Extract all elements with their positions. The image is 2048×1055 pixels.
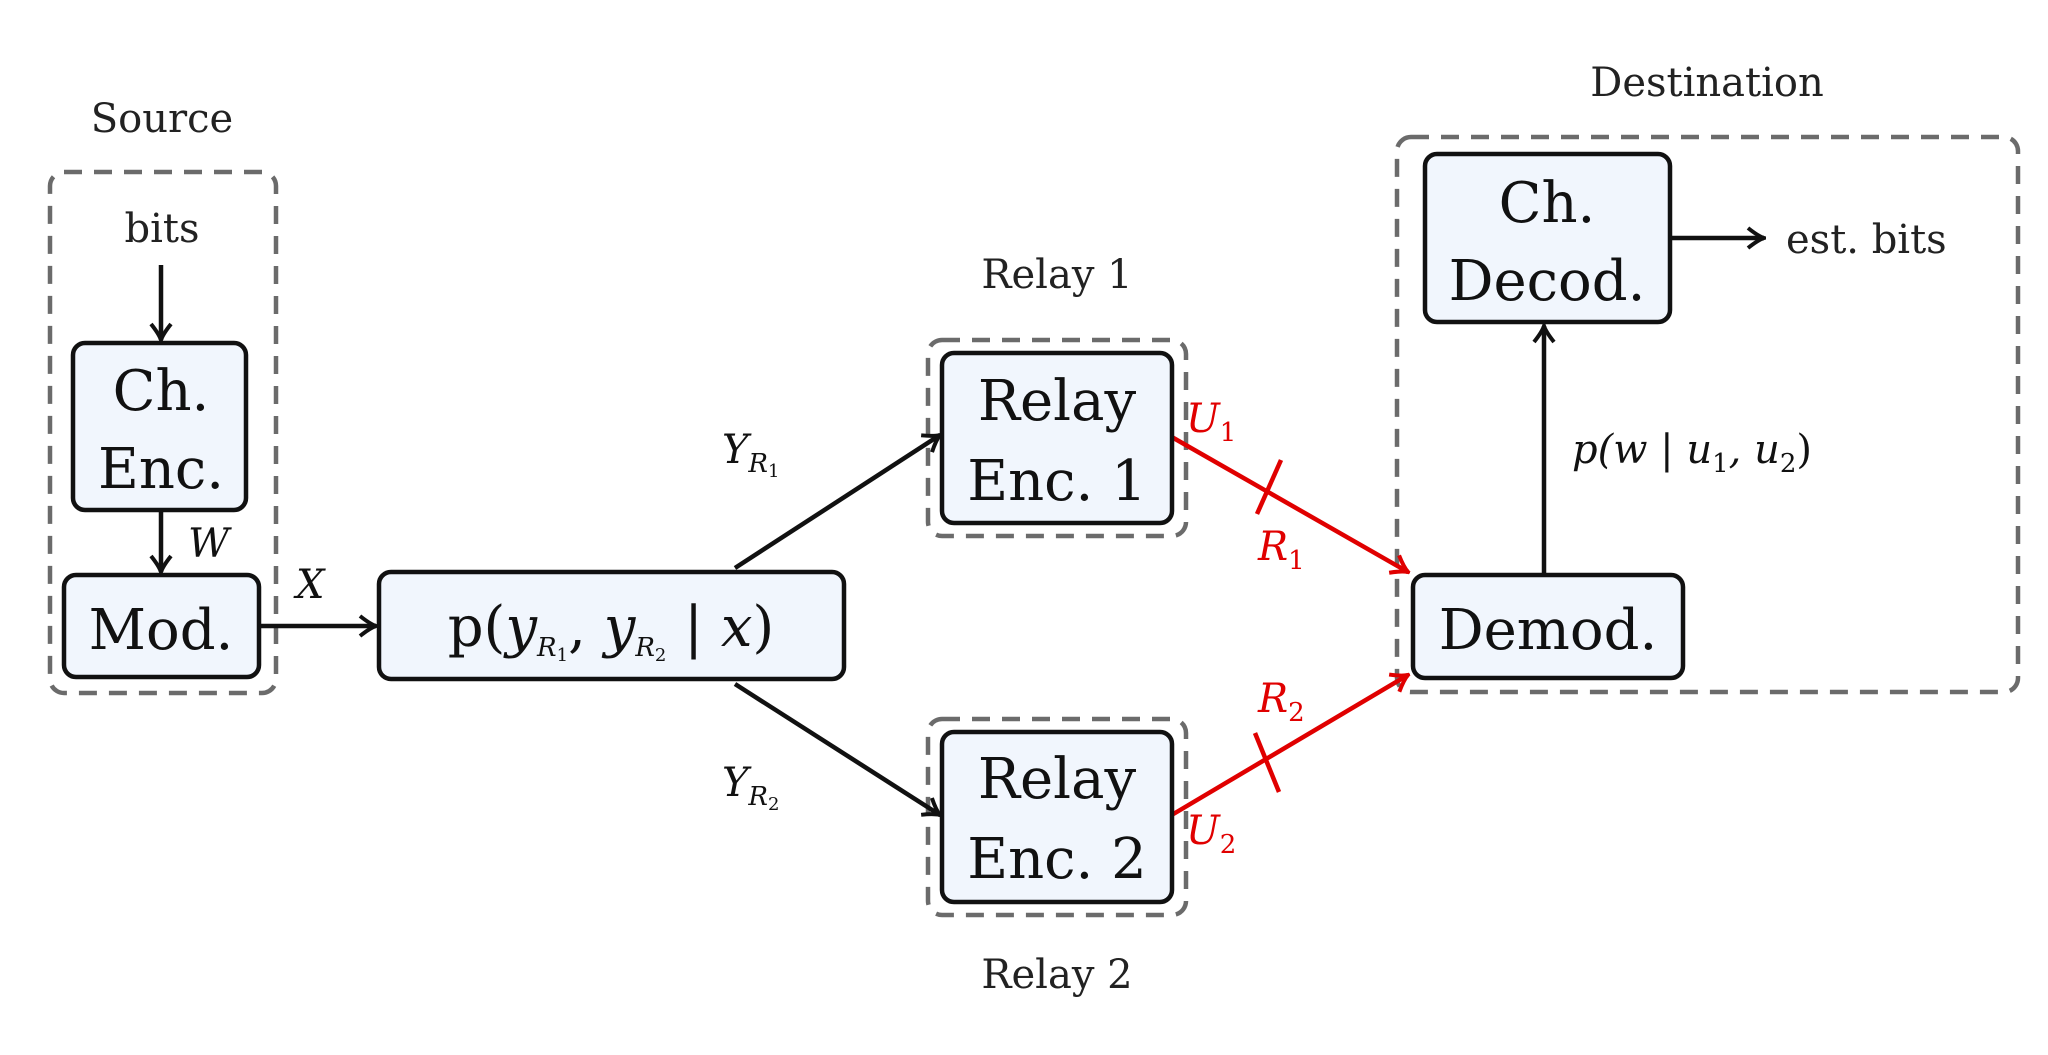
channel-encoder-line2: Enc. — [98, 437, 224, 502]
relay-encoder-1-line2: Enc. 1 — [967, 449, 1147, 514]
channel-decoder-block: Ch. Decod. — [1422, 151, 1673, 325]
relay1-label: Relay 1 — [981, 252, 1132, 298]
posterior-label: p(w | u1, u2) — [1572, 427, 1812, 479]
source-group-box — [47, 169, 279, 696]
relay-encoder-2-line2: Enc. 2 — [967, 827, 1147, 892]
channel-decoder-line1: Ch. — [1499, 171, 1596, 236]
demodulator-block: Demod. — [1410, 572, 1686, 681]
relay2-to-demod-link — [1168, 675, 1408, 818]
relay1-rate-tick — [1254, 459, 1284, 515]
channel-to-relay1-arrow — [733, 435, 940, 570]
relay-encoder-1-block: Relay Enc. 1 — [939, 350, 1175, 526]
relay2-rate-tick — [1252, 732, 1282, 793]
modulator-label: Mod. — [89, 598, 234, 663]
channel-decoder-line2: Decod. — [1449, 249, 1646, 314]
channel-to-relay2-arrow — [733, 682, 940, 815]
destination-label: Destination — [1590, 60, 1823, 106]
bits-input-label: bits — [125, 206, 200, 252]
relay1-output-u1-label: U1 — [1186, 396, 1236, 448]
rate-r1-label: R1 — [1257, 524, 1305, 576]
est-bits-output-label: est. bits — [1786, 217, 1947, 263]
relay-encoder-1-line1: Relay — [978, 369, 1137, 434]
rate-r2-label: R2 — [1257, 676, 1305, 728]
codeword-w-label: W — [188, 521, 232, 567]
relay2-group-box — [925, 716, 1189, 918]
relay2-observation-label: YR2 — [722, 760, 779, 815]
relay2-label: Relay 2 — [981, 952, 1132, 998]
modulator-block: Mod. — [61, 572, 262, 680]
channel-label: p(yR1, yR2 | x) — [448, 595, 775, 666]
relay1-group-box — [925, 337, 1189, 539]
relay1-observation-label: YR1 — [722, 427, 779, 482]
relay-encoder-2-line1: Relay — [978, 747, 1137, 812]
transmit-x-label: X — [293, 562, 326, 608]
source-label: Source — [91, 96, 233, 142]
relay1-to-demod-link — [1168, 434, 1408, 572]
channel-block: p(yR1, yR2 | x) — [376, 569, 847, 682]
demodulator-label: Demod. — [1439, 598, 1658, 663]
relay2-output-u2-label: U2 — [1186, 808, 1236, 860]
channel-encoder-block: Ch. Enc. — [70, 340, 249, 513]
destination-group-box — [1394, 134, 2021, 695]
relay-encoder-2-block: Relay Enc. 2 — [939, 729, 1175, 905]
channel-encoder-line1: Ch. — [113, 359, 210, 424]
